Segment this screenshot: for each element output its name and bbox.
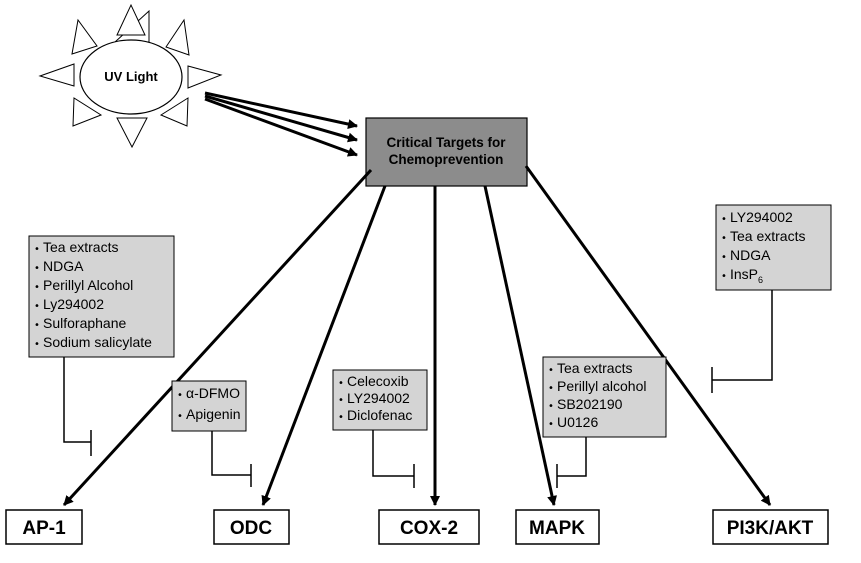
svg-text:•: • [548,383,554,394]
inhibitor-item: Apigenin [186,406,241,422]
arrow-to-mapk [483,185,557,506]
target-pi3k-akt: PI3K/AKT [712,509,829,545]
inhibitor-item: U0126 [557,414,598,430]
inhibitor-item: Perillyl alcohol [557,378,646,394]
svg-text:•: • [34,263,40,274]
svg-text:•: • [548,365,554,376]
svg-text:•: • [34,339,40,350]
inhibitor-item: Ly294002 [43,296,104,312]
inhibition-line-mapk [556,437,587,488]
arrow-to-ap1 [62,168,373,507]
inhibition-line-ap1 [63,357,92,456]
svg-text:•: • [34,282,40,293]
svg-text:•: • [548,419,554,430]
inhibition-line-odc [211,431,252,487]
target-cox2: COX-2 [378,509,480,545]
inhibitor-item: Sulforaphane [43,315,127,331]
target-arrows [62,165,772,507]
svg-text:•: • [34,244,40,255]
inhibitor-item-subscript: 6 [758,275,763,285]
inhibitor-box-mapk: • Tea extracts • Perillyl alcohol • SB20… [542,356,667,438]
inhibition-line-pi3k [711,290,773,393]
inhibitor-box-pi3k: • LY294002 • Tea extracts • NDGA • InsP6 [715,204,832,291]
svg-text:•: • [34,301,40,312]
inhibitor-item: LY294002 [730,209,793,225]
target-label: ODC [230,518,273,539]
svg-text:•: • [177,390,183,401]
inhibitor-item: α-DFMO [186,385,240,401]
inhibitor-item: Perillyl Alcohol [43,277,133,293]
inhibitor-box-ap1: • Tea extracts • NDGA • Perillyl Alcohol… [28,235,175,358]
svg-text:•: • [721,252,727,263]
center-title-line1: Critical Targets for [386,135,506,150]
inhibitor-item: InsP6 [730,266,763,285]
target-label: PI3K/AKT [727,518,814,539]
inhibitor-item: Tea extracts [43,239,118,255]
inhibitor-item: NDGA [730,247,771,263]
inhibitor-item: SB202190 [557,396,623,412]
svg-text:•: • [34,320,40,331]
uv-arrow [204,91,358,129]
uv-light-label: UV Light [104,69,158,84]
uv-arrow [204,94,358,143]
target-ap1: AP-1 [5,509,83,545]
svg-text:•: • [721,214,727,225]
inhibitor-box-cox2: • Celecoxib • LY294002 • Diclofenac [332,369,428,431]
uv-light-sun-icon: UV Light [38,3,223,149]
svg-text:•: • [548,401,554,412]
inhibitor-item: Celecoxib [347,373,409,389]
svg-text:•: • [338,378,344,389]
center-title-line2: Chemoprevention [389,152,504,167]
inhibitor-item: NDGA [43,258,84,274]
svg-text:•: • [721,233,727,244]
uv-arrows [204,91,358,157]
target-label: COX-2 [400,518,458,539]
inhibitor-item-main: InsP [730,266,758,282]
target-label: AP-1 [22,518,66,539]
critical-targets-box: Critical Targets for Chemoprevention [365,117,528,187]
inhibition-line-cox2 [372,430,415,488]
target-mapk: MAPK [515,509,600,545]
svg-text:•: • [338,412,344,423]
target-odc: ODC [213,509,290,545]
inhibitor-item: LY294002 [347,390,410,406]
arrow-to-pi3k [524,165,772,506]
inhibitor-item: Tea extracts [557,360,632,376]
uv-arrow [204,97,358,157]
arrow-to-odc [261,185,387,506]
svg-text:•: • [338,395,344,406]
svg-text:•: • [721,271,727,282]
inhibitor-box-odc: • α-DFMO • Apigenin [171,380,247,432]
inhibitor-item: Diclofenac [347,407,412,423]
inhibitor-item: Tea extracts [730,228,805,244]
target-label: MAPK [529,518,585,539]
svg-text:•: • [177,411,183,422]
inhibitor-item: Sodium salicylate [43,334,152,350]
